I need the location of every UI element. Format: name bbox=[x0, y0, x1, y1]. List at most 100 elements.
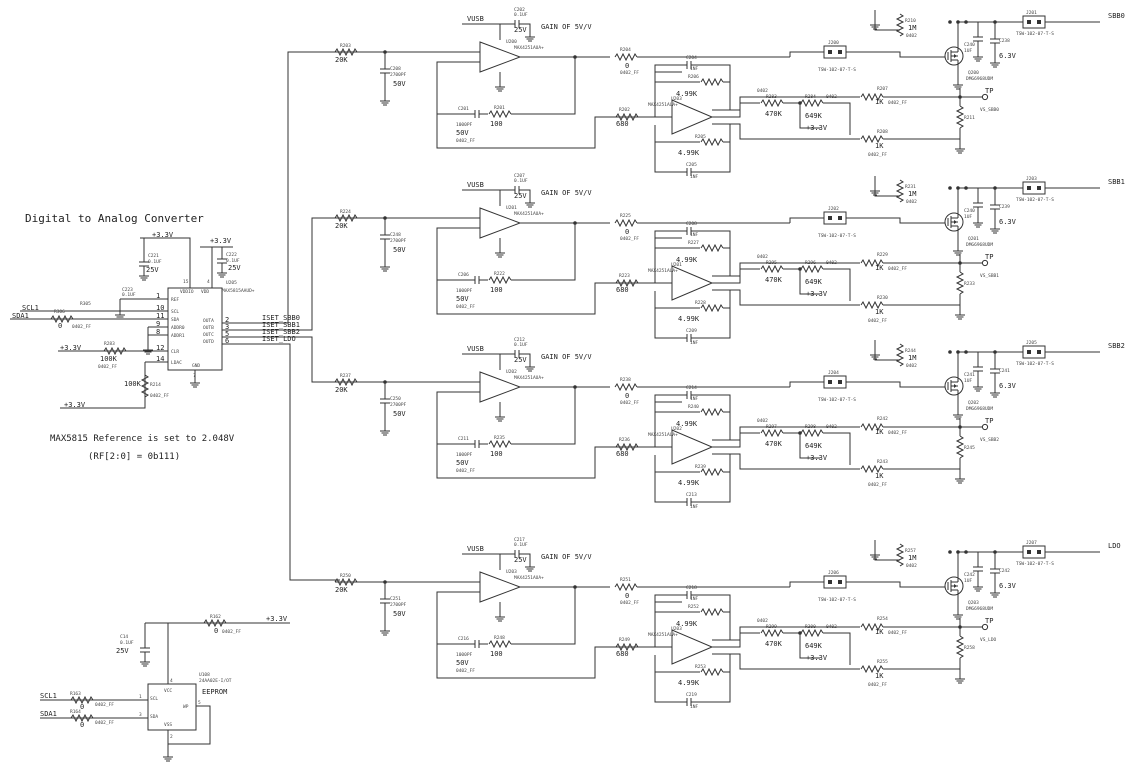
ina-part: MAX4251AUA+ bbox=[648, 632, 678, 638]
rdiv1-val: 470K bbox=[765, 276, 783, 284]
tp-net: VS_SBB0 bbox=[980, 107, 999, 113]
rin2-val: 680 bbox=[616, 650, 629, 658]
cdec-val: 0.1UF bbox=[514, 342, 528, 348]
eeprom-pin-sda: SDA bbox=[150, 714, 158, 720]
gain-note: GAIN OF 5V/V bbox=[541, 189, 592, 197]
clr-rail-label: +3.3V bbox=[60, 344, 82, 352]
rdiv2-val: 649K bbox=[805, 642, 823, 650]
ctop-ref: C214 bbox=[686, 385, 697, 391]
coutb-volt: 6.3V bbox=[999, 52, 1017, 60]
opamp-body bbox=[479, 371, 522, 403]
tp-net: VS_LDO bbox=[980, 637, 997, 643]
eeprom-part: 24AA02E-I/OT bbox=[199, 678, 232, 684]
ina-ref: U203 bbox=[671, 96, 682, 102]
jmp-part: TSW-102-07-T-S bbox=[818, 397, 856, 403]
cin-ref: C248 bbox=[390, 232, 401, 238]
jmp-ref: J202 bbox=[828, 206, 839, 212]
cin-val: 2700PF bbox=[390, 602, 407, 608]
cbot-ref: C213 bbox=[686, 492, 697, 498]
cfb-val: 1000PF bbox=[456, 452, 473, 458]
rin2-val: 680 bbox=[616, 120, 629, 128]
rsns1-ref: R207 bbox=[877, 86, 888, 92]
iset-sbb0-label: ISET_SBB0 bbox=[262, 314, 300, 322]
rtop-ref: R252 bbox=[688, 604, 699, 610]
cin-volt: 50V bbox=[393, 246, 406, 254]
conn-part: TSW-102-07-T-S bbox=[1016, 197, 1054, 203]
rdiv2-val: 649K bbox=[805, 278, 823, 286]
rdiv1-val: 470K bbox=[765, 640, 783, 648]
rbot-val: 4.99K bbox=[678, 479, 700, 487]
jmp-ref: J204 bbox=[828, 370, 839, 376]
r214-val: 100K bbox=[124, 380, 142, 388]
rfb-val: 100 bbox=[490, 650, 503, 658]
rs-val: 0 bbox=[625, 62, 629, 70]
dac-pin-num: 4 bbox=[207, 279, 210, 285]
rs-val: 0 bbox=[625, 592, 629, 600]
c222-volt: 25V bbox=[228, 264, 241, 272]
c221-val: 0.1UF bbox=[148, 259, 162, 265]
cdec-ref: C217 bbox=[514, 537, 525, 543]
rshunt-ref: R211 bbox=[964, 115, 975, 121]
cin-val: 2700PF bbox=[390, 72, 407, 78]
dac-pin-num: 11 bbox=[156, 312, 164, 320]
tp-label: TP bbox=[985, 617, 993, 625]
eeprom-pin-4: 4 bbox=[170, 678, 173, 684]
rs-ref: R238 bbox=[620, 377, 631, 383]
rdiv1-pkg: 0402 bbox=[757, 88, 768, 94]
rbot-ref: R253 bbox=[695, 664, 706, 670]
c221-volt: 25V bbox=[146, 266, 159, 274]
fet-ref: Q203 bbox=[968, 600, 979, 606]
ctop-val: 1NF bbox=[690, 66, 698, 72]
r162-val: 0 bbox=[214, 627, 218, 635]
rin2-val: 680 bbox=[616, 450, 629, 458]
rsns2-val: 1K bbox=[875, 308, 884, 316]
ina-part: MAX4251AUA+ bbox=[648, 268, 678, 274]
r162-ref: R162 bbox=[210, 614, 221, 620]
rshunt-ref: R258 bbox=[964, 645, 975, 651]
gain-note: GAIN OF 5V/V bbox=[541, 353, 592, 361]
r164-pkg: 0402_FF bbox=[95, 720, 114, 726]
c223-ref: C223 bbox=[122, 287, 133, 293]
amp-ref: U203 bbox=[506, 569, 517, 575]
eeprom-pin-scl: SCL bbox=[150, 696, 158, 702]
conn-part: TSW-102-07-T-S bbox=[1016, 31, 1054, 37]
rsns2-val: 1K bbox=[875, 472, 884, 480]
dac-pin-name: OUTD bbox=[203, 339, 214, 345]
conn-ref: J205 bbox=[1026, 340, 1037, 346]
cdec-val: 0.1UF bbox=[514, 542, 528, 548]
rtop-val: 4.99K bbox=[676, 620, 698, 628]
cbot-val: 1NF bbox=[690, 704, 698, 710]
c222-ref: C222 bbox=[226, 252, 237, 258]
r164-val: 0 bbox=[80, 721, 84, 729]
eeprom-pin-5: 5 bbox=[198, 700, 201, 706]
rin-ref: R250 bbox=[340, 573, 351, 579]
rbot-ref: R239 bbox=[695, 464, 706, 470]
cin-volt: 50V bbox=[393, 80, 406, 88]
r162-pkg: 0402_FF bbox=[222, 629, 241, 635]
dac-ic-pins: REF1SCL10SDA11ADDR09ADDR18CLR12LDAC14OUT… bbox=[156, 279, 230, 379]
rs-ref: R251 bbox=[620, 577, 631, 583]
cbot-val: 1NF bbox=[690, 174, 698, 180]
rbot-val: 4.99K bbox=[678, 315, 700, 323]
rgate-pkg: 0402 bbox=[906, 563, 917, 569]
r306-ref: R306 bbox=[54, 309, 65, 315]
dac-pin-num: 10 bbox=[156, 304, 164, 312]
dac-pin-num: 9 bbox=[156, 320, 160, 328]
cdec-ref: C207 bbox=[514, 173, 525, 179]
dac-ic-part: MAX5815AAUD+ bbox=[222, 288, 255, 294]
rsns2-pkg: 0402_FF bbox=[868, 682, 887, 688]
rail-33-label: +3.3V bbox=[806, 290, 828, 298]
rsns2-ref: R255 bbox=[877, 659, 888, 665]
rfb-ref: R235 bbox=[494, 435, 505, 441]
iset-sbb1-label: ISET_SBB1 bbox=[262, 321, 300, 329]
cdec-val: 0.1UF bbox=[514, 178, 528, 184]
rs-pkg: 0402_FF bbox=[620, 400, 639, 406]
cfb-ref: C216 bbox=[458, 636, 469, 642]
rin-val: 20K bbox=[335, 56, 348, 64]
eeprom-pin-vcc: VCC bbox=[164, 688, 172, 694]
rbot-ref: R228 bbox=[695, 300, 706, 306]
fet-part: DMG6968UDM bbox=[966, 76, 993, 82]
opamp-body bbox=[479, 207, 522, 239]
